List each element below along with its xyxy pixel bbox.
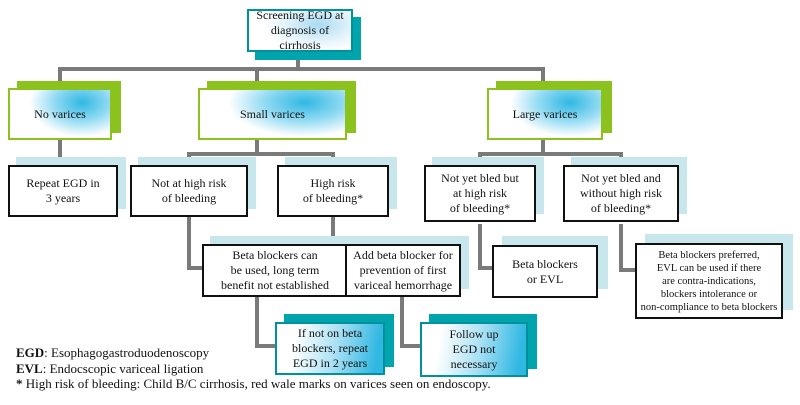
node-not-bled-no-high-risk-label: Not yet bled and without high risk of bl… bbox=[579, 171, 662, 215]
legend-egd-term: EGD bbox=[16, 345, 45, 360]
node-high-risk-label: High risk of bleeding* bbox=[302, 176, 364, 205]
connector-add-beta-down bbox=[400, 297, 404, 348]
node-beta-blockers-used: Beta blockers can be used, long term ben… bbox=[202, 244, 348, 297]
connector-to-small-varices bbox=[255, 67, 259, 90]
connector-to-large-varices bbox=[541, 67, 545, 90]
node-not-bled-no-high-risk: Not yet bled and without high risk of bl… bbox=[563, 165, 679, 222]
connector-to-high-risk bbox=[331, 152, 335, 167]
node-no-varices: No varices bbox=[8, 88, 112, 140]
node-repeat-egd-label: Repeat EGD in 3 years bbox=[26, 176, 100, 205]
legend-egd-def: : Esophagogastroduodenoscopy bbox=[44, 345, 210, 360]
node-add-beta-blocker-label: Add beta blocker for prevention of first… bbox=[353, 248, 453, 292]
connector-not-bled-without-down bbox=[619, 224, 623, 272]
node-large-varices: Large varices bbox=[487, 88, 603, 140]
node-follow-up-egd: Follow up EGD not necessary bbox=[420, 322, 528, 377]
node-high-risk: High risk of bleeding* bbox=[277, 165, 389, 217]
legend-evl-term: EVL bbox=[16, 360, 43, 376]
connector-elbow-if-not-beta bbox=[255, 344, 277, 348]
node-if-not-on-beta: If not on beta blockers, repeat EGD in 2… bbox=[275, 322, 385, 375]
connector-small-bus bbox=[187, 152, 335, 156]
connector-branch-bus bbox=[58, 67, 545, 71]
node-not-bled-high-risk-label: Not yet bled but at high risk of bleedin… bbox=[441, 171, 519, 215]
node-follow-up-egd-label: Follow up EGD not necessary bbox=[449, 327, 499, 371]
connector-large-down bbox=[541, 140, 545, 154]
connector-elbow-beta-preferred bbox=[619, 268, 637, 272]
node-if-not-on-beta-label: If not on beta blockers, repeat EGD in 2… bbox=[292, 326, 368, 370]
legend-evl-def: : Endocscopic variceal ligation bbox=[42, 360, 204, 376]
connector-elbow-beta-used bbox=[187, 266, 204, 270]
node-beta-blockers-preferred-label: Beta blockers preferred, EVL can be used… bbox=[640, 249, 778, 313]
node-beta-blockers-preferred: Beta blockers preferred, EVL can be used… bbox=[635, 243, 783, 319]
connector-top-down bbox=[296, 50, 300, 70]
node-screening-egd-label: Screening EGD at diagnosis of cirrhosis bbox=[256, 8, 344, 52]
node-not-high-risk: Not at high risk of bleeding bbox=[130, 165, 248, 217]
connector-to-not-high-risk bbox=[187, 152, 191, 167]
node-not-bled-high-risk: Not yet bled but at high risk of bleedin… bbox=[424, 165, 536, 222]
node-not-high-risk-label: Not at high risk of bleeding bbox=[151, 176, 227, 205]
connector-elbow-beta-evl bbox=[478, 266, 494, 270]
connector-not-high-risk-down bbox=[187, 217, 191, 270]
connector-large-bus bbox=[478, 152, 623, 156]
connector-to-not-bled-without bbox=[619, 152, 623, 167]
legend-evl: EVL: Endocscopic variceal ligation bbox=[16, 361, 491, 377]
node-beta-blockers-or-evl-label: Beta blockers or EVL bbox=[512, 256, 578, 286]
node-large-varices-label: Large varices bbox=[512, 106, 578, 121]
connector-not-bled-high-down bbox=[478, 224, 482, 270]
connector-small-down bbox=[255, 140, 259, 154]
node-no-varices-label: No varices bbox=[34, 106, 86, 121]
connector-to-no-varices bbox=[58, 67, 62, 90]
legend-footnote-marker: * bbox=[16, 376, 23, 391]
node-small-varices: Small varices bbox=[198, 88, 347, 140]
connector-high-risk-down bbox=[331, 217, 335, 270]
node-add-beta-blocker: Add beta blocker for prevention of first… bbox=[345, 244, 461, 297]
legend-footnote-text: High risk of bleeding: Child B/C cirrhos… bbox=[22, 376, 491, 391]
node-small-varices-label: Small varices bbox=[240, 106, 305, 121]
legend-egd: EGD: Esophagogastroduodenoscopy bbox=[16, 345, 491, 361]
connector-no-varices-down bbox=[58, 140, 62, 167]
node-screening-egd: Screening EGD at diagnosis of cirrhosis bbox=[247, 8, 353, 52]
legend-footnote: * High risk of bleeding: Child B/C cirrh… bbox=[16, 376, 491, 392]
connector-beta-used-down bbox=[255, 297, 259, 348]
connector-elbow-follow-up bbox=[400, 344, 422, 348]
connector-to-not-bled-high bbox=[478, 152, 482, 167]
node-beta-blockers-or-evl: Beta blockers or EVL bbox=[492, 245, 598, 298]
node-beta-blockers-used-label: Beta blockers can be used, long term ben… bbox=[221, 248, 329, 292]
node-repeat-egd: Repeat EGD in 3 years bbox=[8, 165, 118, 217]
legend: EGD: Esophagogastroduodenoscopy EVL: End… bbox=[16, 345, 491, 392]
